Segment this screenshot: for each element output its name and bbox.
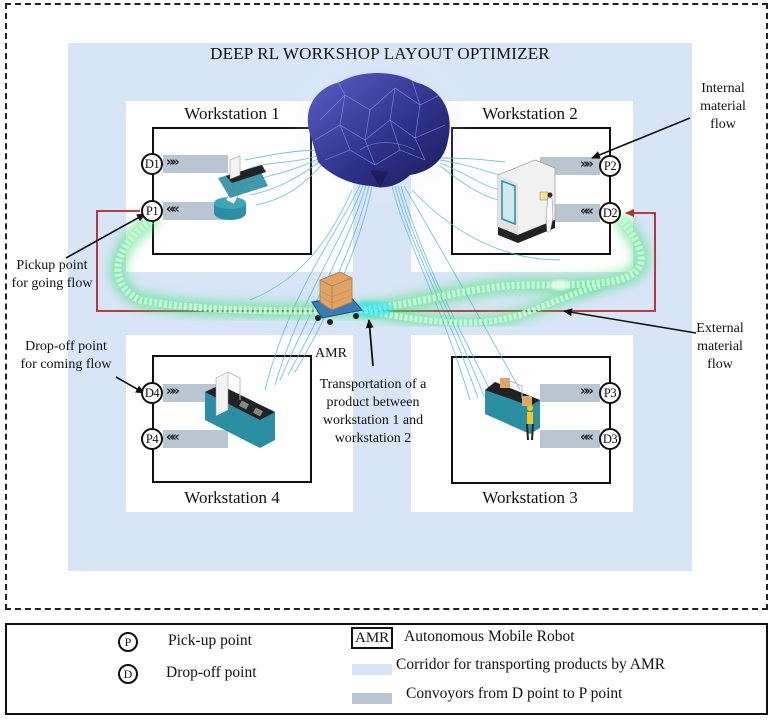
legend-pickup-label: Pick-up point bbox=[168, 632, 252, 649]
transportation-annotation: Transportation of a product between work… bbox=[310, 376, 436, 448]
annotation-line: for going flow bbox=[11, 276, 93, 291]
annotation-line: workstation 2 bbox=[334, 431, 412, 446]
workstation-1-label: Workstation 1 bbox=[184, 104, 280, 123]
chevron-left-icon: «« bbox=[166, 202, 180, 217]
annotation-line: Transportation of a bbox=[319, 377, 427, 392]
node-p4: P4 bbox=[141, 428, 163, 450]
annotation-line: product between bbox=[326, 395, 420, 410]
pickup-point-annotation: Pickup point for going flow bbox=[6, 257, 98, 293]
chevron-left-icon: «« bbox=[580, 430, 594, 445]
legend-dropoff-symbol: D bbox=[118, 664, 138, 684]
annotation-line: Drop-off point bbox=[25, 339, 107, 354]
node-d3: D3 bbox=[599, 428, 621, 450]
chevron-right-icon: »» bbox=[166, 384, 180, 399]
legend-conveyor-label: Convoyors from D point to P point bbox=[406, 685, 623, 702]
amr-label: AMR bbox=[315, 346, 347, 361]
legend-dropoff-label: Drop-off point bbox=[166, 664, 257, 681]
conveyor-p1 bbox=[163, 202, 228, 220]
annotation-line: for coming flow bbox=[20, 357, 112, 372]
chevron-right-icon: »» bbox=[580, 384, 594, 399]
cnc-machine-icon bbox=[497, 159, 556, 243]
conveyor-d3 bbox=[540, 430, 600, 448]
annotation-line: flow bbox=[710, 117, 736, 132]
annotation-line: workstation 1 and bbox=[322, 413, 424, 428]
workstation-2-box bbox=[451, 127, 611, 255]
annotation-line: Internal bbox=[701, 81, 745, 96]
node-d2: D2 bbox=[599, 202, 621, 224]
conveyor-worker-icon bbox=[485, 378, 540, 441]
external-flow-annotation: External material flow bbox=[680, 320, 760, 374]
workstation-3-box bbox=[451, 356, 611, 484]
workstation-2-label: Workstation 2 bbox=[482, 104, 578, 123]
amr-loop-path bbox=[110, 211, 650, 330]
diagram-frame bbox=[5, 3, 768, 610]
conveyor-machine-icon bbox=[205, 371, 275, 448]
legend-amr-symbol: AMR bbox=[351, 627, 394, 649]
annotation-line: Pickup point bbox=[16, 258, 88, 273]
chevron-right-icon: »» bbox=[166, 155, 180, 170]
transportation-arrow bbox=[365, 319, 374, 367]
workstation-3-label: Workstation 3 bbox=[482, 488, 578, 507]
workstation-4-label: Workstation 4 bbox=[184, 488, 280, 507]
workstation-4-box bbox=[152, 355, 312, 483]
annotation-line: material bbox=[697, 339, 743, 354]
workstation-1-box bbox=[152, 127, 312, 255]
conveyor-p4 bbox=[163, 430, 228, 448]
legend-amr-label: Autonomous Mobile Robot bbox=[404, 628, 575, 645]
node-d1: D1 bbox=[141, 153, 163, 175]
conveyor-p3 bbox=[540, 384, 600, 402]
internal-flow-arrow bbox=[591, 117, 691, 159]
dropoff-point-arrow bbox=[115, 376, 145, 394]
node-p1: P1 bbox=[141, 200, 163, 222]
legend-pickup-symbol: P bbox=[118, 632, 138, 652]
amr-robot-icon bbox=[311, 271, 363, 325]
annotation-line: material bbox=[700, 99, 746, 114]
node-p2: P2 bbox=[599, 155, 621, 177]
legend-corridor-swatch bbox=[352, 664, 392, 675]
chevron-left-icon: «« bbox=[580, 204, 594, 219]
annotation-line: External bbox=[696, 321, 744, 336]
brain-icon bbox=[307, 73, 450, 188]
robot-arm-icon bbox=[214, 155, 268, 220]
chevron-right-icon: »» bbox=[580, 157, 594, 172]
legend-conveyor-swatch bbox=[352, 693, 392, 704]
internal-flow-annotation: Internal material flow bbox=[688, 80, 758, 134]
chevron-left-icon: «« bbox=[166, 430, 180, 445]
external-flow-arrow bbox=[563, 308, 697, 334]
node-p3: P3 bbox=[599, 382, 621, 404]
dropoff-point-annotation: Drop-off point for coming flow bbox=[16, 338, 116, 374]
legend bbox=[5, 623, 768, 715]
node-d4: D4 bbox=[141, 382, 163, 404]
annotation-line: flow bbox=[707, 357, 733, 372]
legend-corridor-label: Corridor for transporting products by AM… bbox=[396, 656, 666, 673]
pickup-point-arrow bbox=[65, 213, 146, 259]
conveyor-d1 bbox=[163, 155, 228, 173]
